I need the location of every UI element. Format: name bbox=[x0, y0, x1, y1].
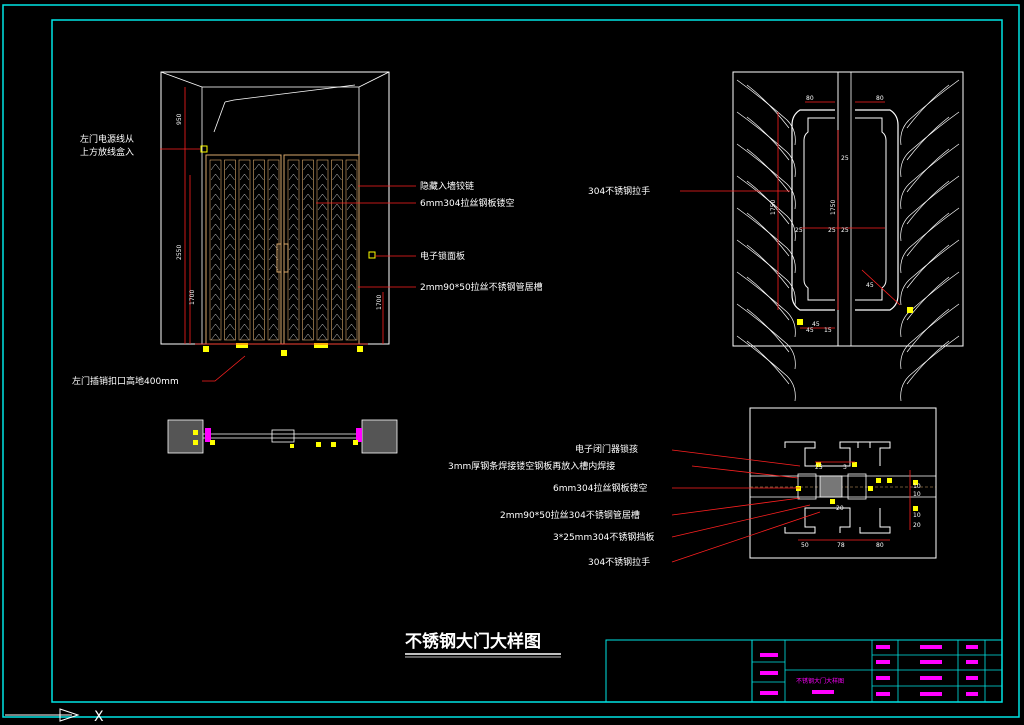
door-elevation: 950 2550 1700 1700 bbox=[160, 71, 416, 382]
dim-sec-78: 78 bbox=[837, 542, 845, 549]
ucs-x-label: X bbox=[94, 709, 104, 725]
dim-sec-3: 3 bbox=[843, 464, 847, 471]
dim-sec-10c: 10 bbox=[913, 483, 921, 490]
label-bolt-height: 左门插销扣口高地400mm bbox=[72, 375, 179, 387]
inner-border bbox=[51, 19, 1003, 703]
label-handle: 304不锈钢拉手 bbox=[588, 185, 650, 197]
label-lock-panel: 电子锁面板 bbox=[420, 250, 465, 262]
title-block-name: 不锈钢大门大样图 bbox=[796, 677, 844, 685]
dim-handle-25-a: 25 bbox=[841, 155, 849, 162]
dim-handle-25-d: 25 bbox=[828, 227, 836, 234]
dim-handle-80-left: 80 bbox=[806, 95, 814, 102]
label-steel-tube: 2mm90*50拉丝不锈钢管居槽 bbox=[420, 281, 543, 293]
dim-sec-20: 20 bbox=[836, 505, 844, 512]
label-sec-steel-tube: 2mm90*50拉丝304不锈钢管居槽 bbox=[500, 509, 640, 521]
dim-950: 950 bbox=[176, 113, 183, 125]
handle-detail: 80 80 25 25 1750 1750 25 25 45 45 15 45 bbox=[680, 71, 964, 402]
dim-sec-80: 80 bbox=[876, 542, 884, 549]
dim-handle-1750-left: 1750 bbox=[770, 200, 777, 215]
label-sec-steel-plate: 6mm304拉丝钢板镂空 bbox=[553, 482, 647, 494]
dim-handle-25-c: 25 bbox=[841, 227, 849, 234]
label-power-line-2: 上方放线盒入 bbox=[80, 146, 134, 158]
dim-sec-50: 50 bbox=[801, 542, 809, 549]
left-door-panel bbox=[209, 159, 280, 341]
title-block: 不锈钢大门大样图 bbox=[605, 639, 1003, 703]
dim-sec-10b: 10 bbox=[913, 491, 921, 498]
door-plan-section bbox=[167, 419, 398, 454]
dim-sec-20b: 20 bbox=[913, 522, 921, 529]
ucs-icon: X bbox=[5, 708, 104, 725]
dim-handle-15: 15 bbox=[824, 327, 832, 334]
dim-1700-left: 1700 bbox=[189, 290, 196, 305]
lock-section-detail: 25 3 20 50 78 80 20 10 10 10 bbox=[671, 407, 937, 563]
dim-sec-10a: 10 bbox=[913, 512, 921, 519]
label-welded-strip: 3mm厚钢条焊接镂空钢板再放入槽内焊接 bbox=[448, 460, 615, 472]
dim-2550: 2550 bbox=[176, 245, 183, 260]
dim-handle-45-c: 45 bbox=[812, 321, 820, 328]
outer-border bbox=[2, 4, 1020, 718]
label-stop-plate: 3*25mm304不锈钢挡板 bbox=[553, 531, 654, 543]
right-door-panel bbox=[287, 159, 358, 341]
dim-handle-1750-right: 1750 bbox=[830, 200, 837, 215]
drawing-title: 不锈钢大门大样图 bbox=[405, 631, 541, 652]
dim-handle-25-b: 25 bbox=[795, 227, 803, 234]
label-closer-lock: 电子闭门器锁孩 bbox=[575, 443, 638, 455]
dim-sec-25: 25 bbox=[815, 464, 823, 471]
label-sec-handle: 304不锈钢拉手 bbox=[588, 556, 650, 568]
label-hinge: 隐藏入墙铰链 bbox=[420, 180, 474, 192]
dim-handle-80-right: 80 bbox=[876, 95, 884, 102]
dim-handle-45-b: 45 bbox=[806, 327, 814, 334]
dim-handle-45-a: 45 bbox=[866, 282, 874, 289]
label-steel-plate: 6mm304拉丝钢板镂空 bbox=[420, 197, 514, 209]
dim-1700-right: 1700 bbox=[376, 295, 383, 310]
label-power-line-1: 左门电源线从 bbox=[80, 133, 134, 145]
